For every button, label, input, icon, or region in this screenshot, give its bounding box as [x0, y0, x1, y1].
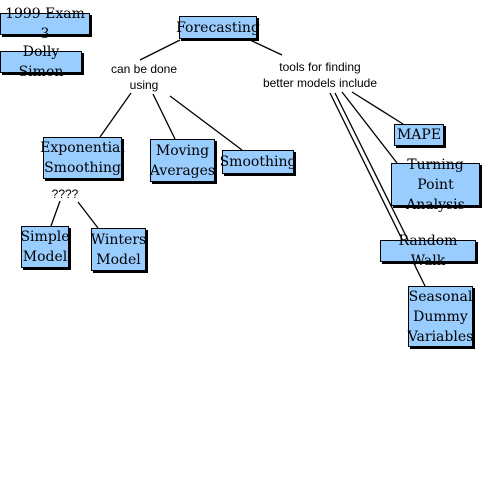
forecasting-node: Forecasting	[176, 16, 260, 39]
link-label-line: tools for finding	[279, 60, 361, 74]
node-label-line: Analysis	[406, 196, 465, 213]
node-label-line: Smoothing	[44, 160, 121, 176]
connector	[152, 93, 176, 140]
connector	[351, 91, 404, 125]
simple-model-node: Simple Model	[20, 226, 70, 268]
node-label-line: Seasonal	[408, 288, 473, 305]
winters-model-node: Winters Model	[91, 228, 146, 271]
smoothing-label: Smoothing	[219, 154, 297, 170]
node-label-line: Averages	[149, 162, 216, 179]
link-label-tools: tools for finding better models include	[255, 59, 385, 91]
exam-title-node: 1999 Exam 3	[0, 6, 90, 42]
link-label-line: can be done	[110, 62, 178, 76]
node-label-line: Variables	[407, 328, 474, 345]
node-label-line: Turning Point	[407, 156, 464, 193]
connector	[334, 92, 409, 241]
random-walk-node: Random Walk	[380, 233, 476, 269]
connector	[50, 200, 61, 227]
smoothing-node: Smoothing	[219, 150, 297, 174]
connector	[139, 39, 181, 61]
connector	[77, 201, 99, 229]
connector	[249, 39, 283, 56]
connector	[99, 92, 132, 138]
exam-title-label: 1999 Exam 3	[5, 6, 85, 42]
mape-node: MAPE	[394, 124, 444, 146]
node-label-line: Model	[22, 249, 68, 265]
exponential-smoothing-node: Exponential Smoothing	[40, 137, 125, 179]
link-label-can-be-done: can be done using	[104, 61, 184, 93]
node-label-line: Moving	[155, 142, 210, 159]
link-label-unknown: ????	[47, 186, 83, 202]
node-label-line: Dummy	[413, 308, 468, 325]
node-label-line: Model	[96, 251, 141, 268]
connector	[341, 91, 398, 164]
random-walk-label: Random Walk	[398, 233, 458, 269]
node-label-line: Simple	[20, 229, 70, 245]
author-node: Dolly Simon	[0, 44, 82, 80]
link-label-line: ????	[51, 187, 79, 201]
link-label-line: using	[129, 78, 159, 92]
seasonal-dummy-variables-node: Seasonal Dummy Variables	[408, 286, 473, 347]
connector	[169, 95, 243, 151]
forecasting-label: Forecasting	[176, 19, 260, 36]
link-label-line: better models include	[262, 76, 378, 90]
mape-label: MAPE	[396, 127, 442, 143]
node-label-line: Exponential	[40, 140, 125, 156]
node-label-line: Winters	[90, 231, 147, 248]
moving-averages-node: Moving Averages	[150, 139, 215, 182]
turning-point-analysis-node: Turning Point Analysis	[391, 157, 480, 213]
author-label: Dolly Simon	[18, 44, 64, 80]
